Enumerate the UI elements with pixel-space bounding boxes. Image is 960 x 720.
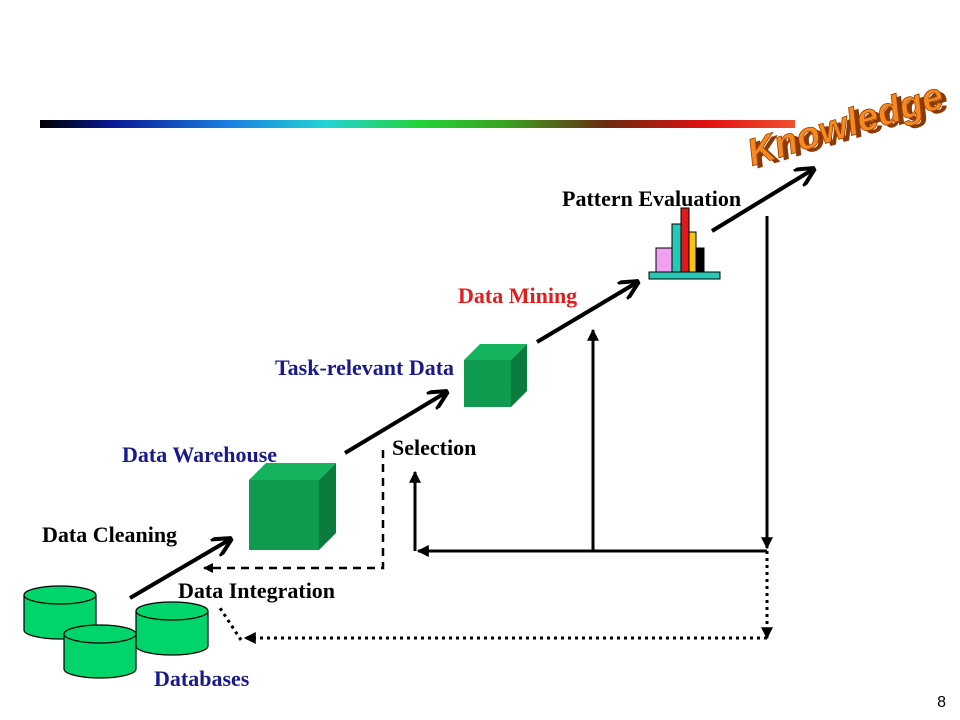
label-data-mining: Data Mining <box>458 283 578 308</box>
data-warehouse-cube <box>249 463 336 550</box>
databases-icon <box>23 585 209 679</box>
knowledge-wordart: Knowledge Knowledge <box>742 75 954 177</box>
database-cylinder <box>135 601 209 656</box>
label-databases: Databases <box>154 666 250 691</box>
database-cylinder <box>23 585 97 640</box>
arrow-task-to-mining <box>535 283 636 344</box>
dashed-integration-path <box>203 450 385 573</box>
label-data-cleaning: Data Cleaning <box>42 522 178 547</box>
label-data-warehouse: Data Warehouse <box>122 442 278 467</box>
arrow-pattern-to-knowledge <box>710 170 812 233</box>
arrow-databases-to-cleaning <box>128 540 229 600</box>
dotted-diagonal-line <box>216 604 243 641</box>
label-selection: Selection <box>392 435 477 460</box>
header-gradient-bar <box>40 120 795 128</box>
task-relevant-data-cube <box>464 344 527 407</box>
database-cylinder <box>63 624 137 679</box>
arrow-warehouse-to-task <box>343 393 445 455</box>
label-task-relevant-data: Task-relevant Data <box>275 355 455 380</box>
label-pattern-evaluation: Pattern Evaluation <box>562 186 742 211</box>
page-number: 8 <box>937 694 946 711</box>
pattern-chart-icon <box>648 207 721 280</box>
label-data-integration: Data Integration <box>178 578 336 603</box>
